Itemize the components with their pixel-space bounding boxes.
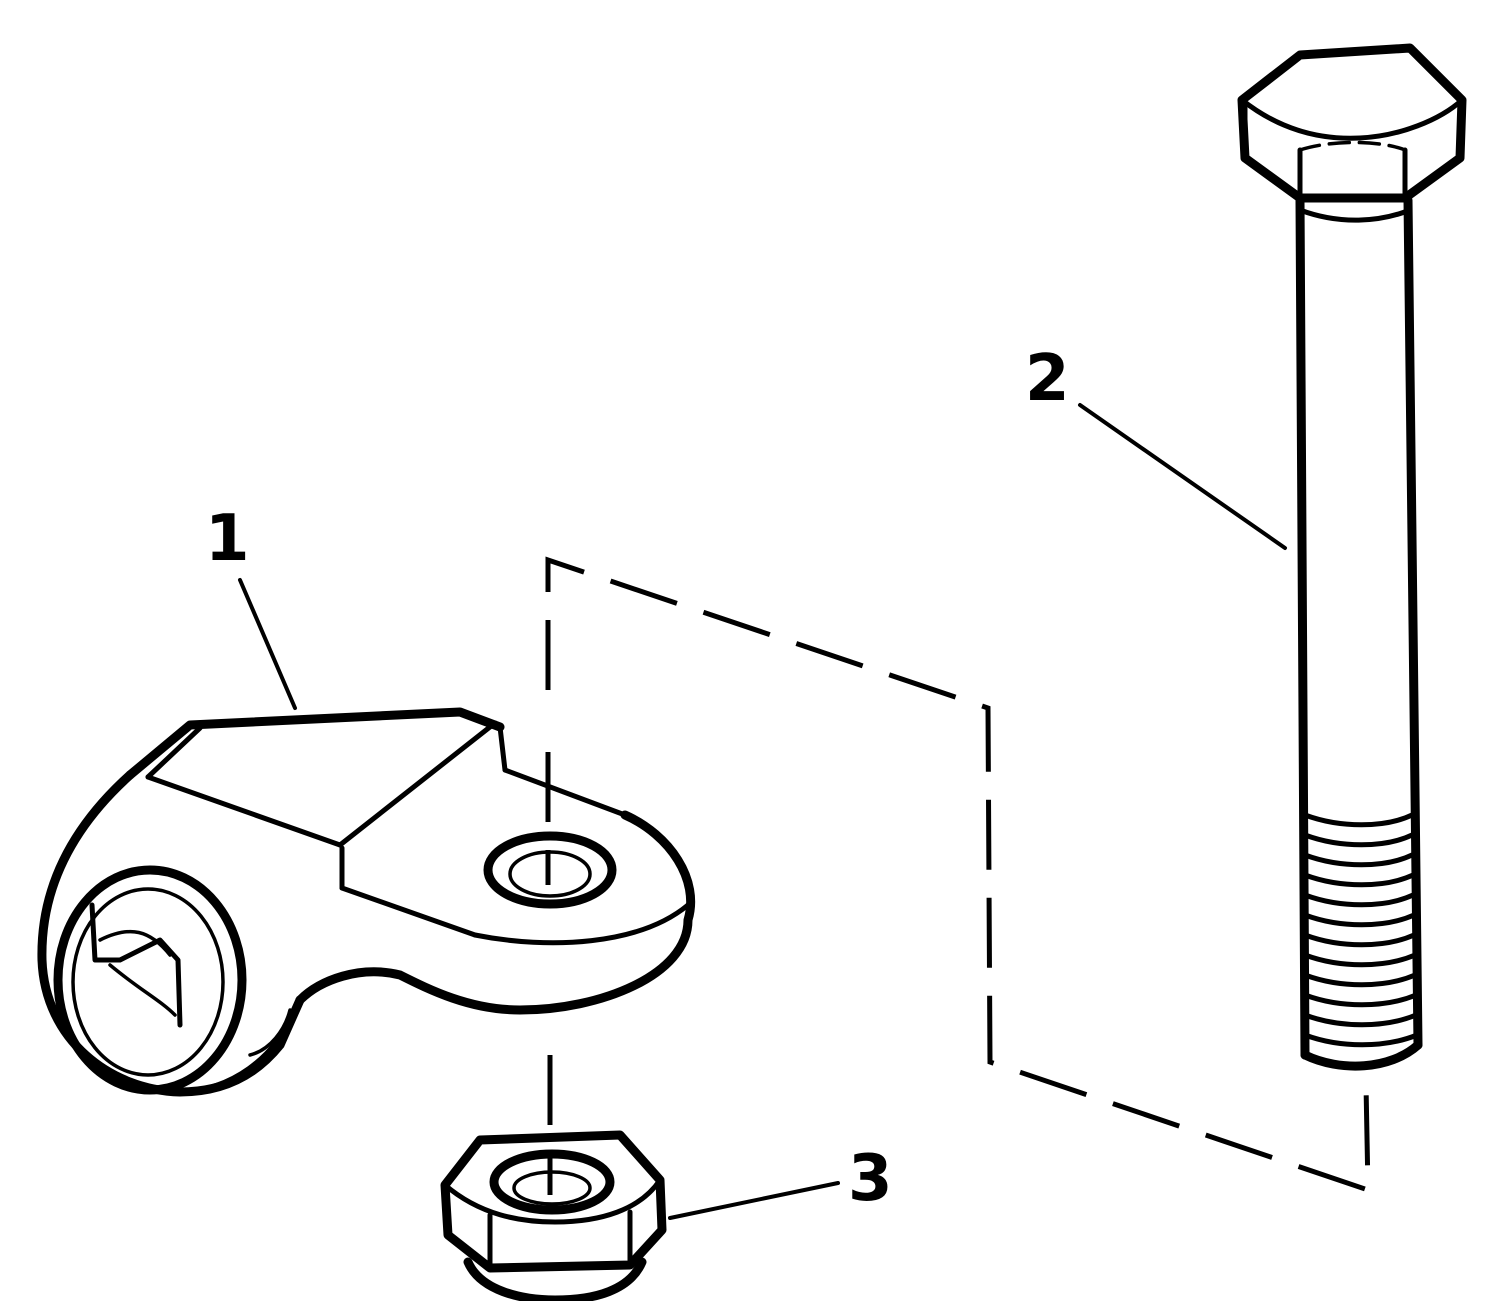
hex-bolt-icon: [1237, 43, 1467, 1071]
leader-lines: [238, 403, 1287, 1220]
hex-lock-nut-icon: [440, 1130, 667, 1301]
leader-line-3: [668, 1181, 840, 1220]
callout-2: 2: [1025, 342, 1070, 416]
bolt-threads: [1300, 812, 1423, 1071]
clamp-bracket-icon: [37, 707, 696, 1097]
assembly-path-dashed: [545, 556, 1371, 1195]
callout-1: 1: [205, 502, 250, 576]
leader-line-1: [238, 578, 297, 710]
callout-3: 3: [848, 1142, 893, 1216]
leader-line-2: [1078, 403, 1287, 550]
